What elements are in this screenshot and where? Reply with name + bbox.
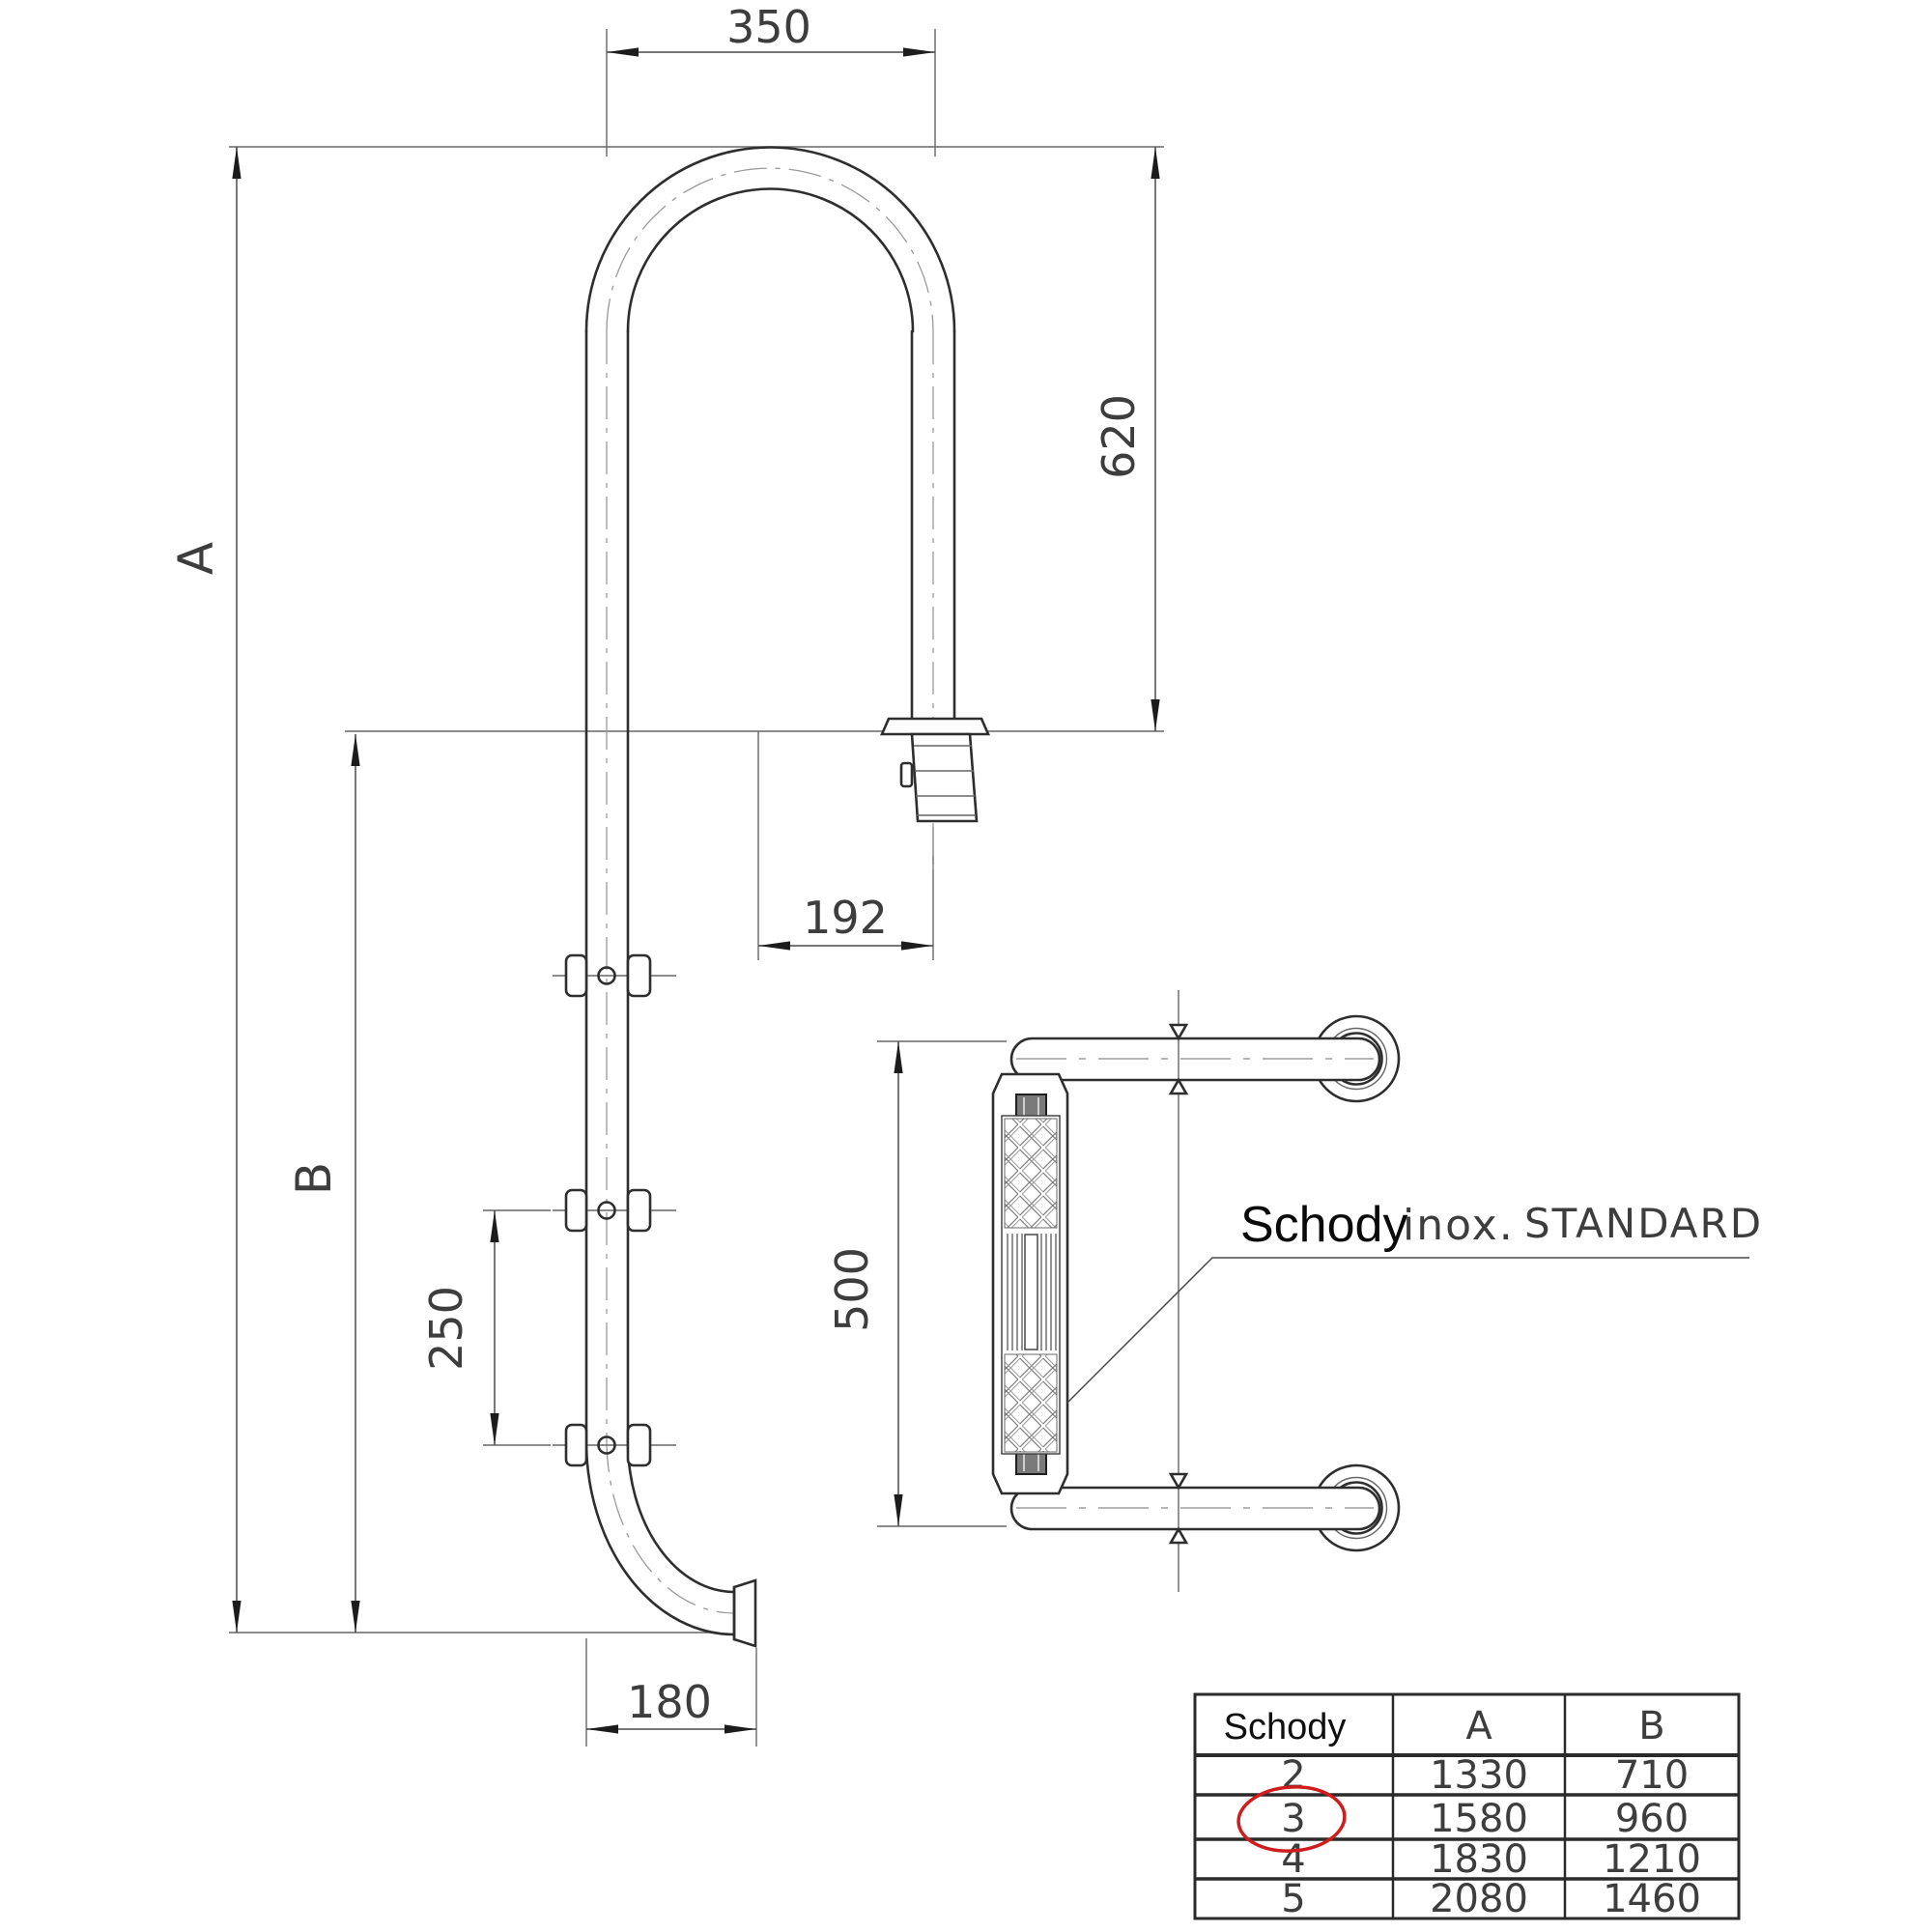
table-header-a: A [1465,1704,1492,1748]
leader-line [1066,1257,1749,1404]
step-bolt [597,1201,616,1220]
rail-end-cap [732,1578,757,1648]
table-header-b: B [1638,1704,1664,1748]
label-B: B [286,1162,342,1195]
size-table: Schody A B 2 1330 710 3 1580 960 4 1830 … [1193,1692,1741,1921]
step-top-view: 500 [826,990,1401,1592]
cell-b: 710 [1615,1753,1689,1798]
handrail-centerline-arc [606,167,934,332]
table-row: 4 1830 1210 [1281,1837,1701,1882]
step-bracket-1 [553,953,676,998]
dim-620: 620 [1093,147,1160,731]
step-clamp-left [564,1188,588,1233]
table-header-steps: Schody [1224,1707,1347,1747]
callout-series: STANDARD [1524,1200,1763,1247]
cell-steps: 4 [1281,1837,1305,1882]
cell-steps: 5 [1281,1877,1305,1921]
cell-b: 1210 [1603,1837,1701,1882]
cell-b: 1460 [1603,1877,1701,1921]
step-clamp-left [564,953,588,998]
step-clamp-left [564,1423,588,1467]
step-clamp-right [626,1188,652,1233]
deck-flange [880,717,990,736]
dim-250: 250 [420,1209,551,1446]
weld-tick [1168,1077,1189,1095]
bottom-bend-inner [626,1439,736,1594]
bottom-bend-outer [584,1439,736,1636]
handrail-outer-arc [584,146,956,333]
dim-350-label: 350 [726,1,811,53]
step-clamp-right [626,953,652,998]
dim-500-label: 500 [826,1247,878,1332]
tread-antislip-lower [1004,1353,1058,1453]
step-bracket-3 [553,1423,676,1467]
ladder-side-view: 350 620 A B 192 250 180 [168,1,1164,1747]
dim-192: 192 [758,892,933,951]
step-bolt [597,1435,616,1455]
step-bracket-2 [553,1188,676,1233]
step-bolt [597,966,616,985]
dim-620-label: 620 [1093,394,1145,479]
cell-b: 960 [1615,1797,1689,1841]
table-border [1193,1692,1741,1920]
table-row: 2 1330 710 [1281,1753,1689,1798]
dim-180: 180 [586,1676,756,1734]
red-highlight-ellipse [1236,1785,1347,1853]
tread-stripe-section [1007,1234,1057,1350]
dim-180-label: 180 [627,1676,712,1728]
cell-a: 1330 [1430,1753,1528,1798]
step-clamp-right [626,1423,652,1467]
weld-tick [1168,1023,1189,1041]
callout-material: inox. [1403,1201,1515,1250]
dim-350: 350 [607,1,935,57]
dim-500: 500 [826,1040,1007,1527]
dim-B: B [286,734,360,1633]
dim-192-label: 192 [803,892,888,944]
callout-product-name: Schody [1240,1197,1407,1253]
dim-250-label: 250 [420,1286,472,1371]
cell-a: 2080 [1430,1877,1528,1921]
tread-center-slot [1024,1234,1038,1350]
weld-tick [1168,1472,1189,1491]
label-A: A [168,542,224,575]
bend-centerline-arc [606,1438,735,1614]
cell-a: 1580 [1430,1797,1528,1841]
table-row: 3 1580 960 [1281,1797,1689,1841]
product-callout: Schody inox. STANDARD [1066,1197,1763,1404]
handrail-inner-arc [626,187,915,333]
cell-steps: 3 [1281,1797,1305,1841]
table-row: 5 2080 1460 [1281,1877,1701,1921]
weld-tick [1168,1526,1189,1545]
socket-lug [899,761,914,788]
tread-antislip-upper [1004,1118,1058,1229]
anchor-socket [910,732,979,823]
cell-a: 1830 [1430,1837,1528,1882]
cell-steps: 2 [1281,1753,1305,1798]
dim-A: A [168,147,242,1633]
